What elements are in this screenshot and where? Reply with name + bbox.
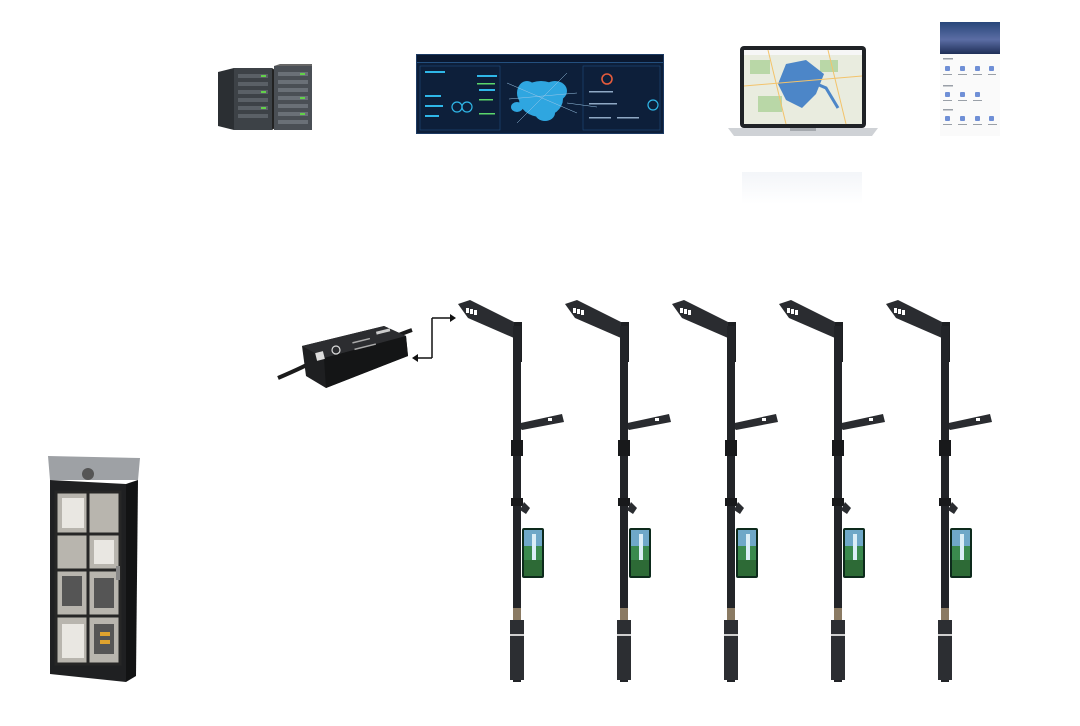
- dashboard-header-bar: [417, 55, 663, 63]
- smart-pole-icon: [775, 298, 887, 684]
- mobile-app-screen: [940, 22, 1000, 136]
- laptop-reflection: [742, 172, 862, 204]
- lamp-controller-icon: [276, 318, 444, 400]
- app-icon-grid: [943, 58, 997, 125]
- monitoring-dashboard: [416, 54, 664, 134]
- control-cabinet-icon: [46, 456, 142, 684]
- smart-pole-icon: [454, 298, 566, 684]
- laptop-map-icon: [728, 46, 878, 138]
- app-banner-image: [940, 22, 1000, 54]
- bidirectional-arrow: [412, 314, 456, 362]
- smart-pole-icon: [882, 298, 994, 684]
- smart-pole-icon: [561, 298, 673, 684]
- server-rack-icon: [216, 64, 314, 134]
- smart-pole-icon: [668, 298, 780, 684]
- dashboard-visual: [419, 65, 661, 131]
